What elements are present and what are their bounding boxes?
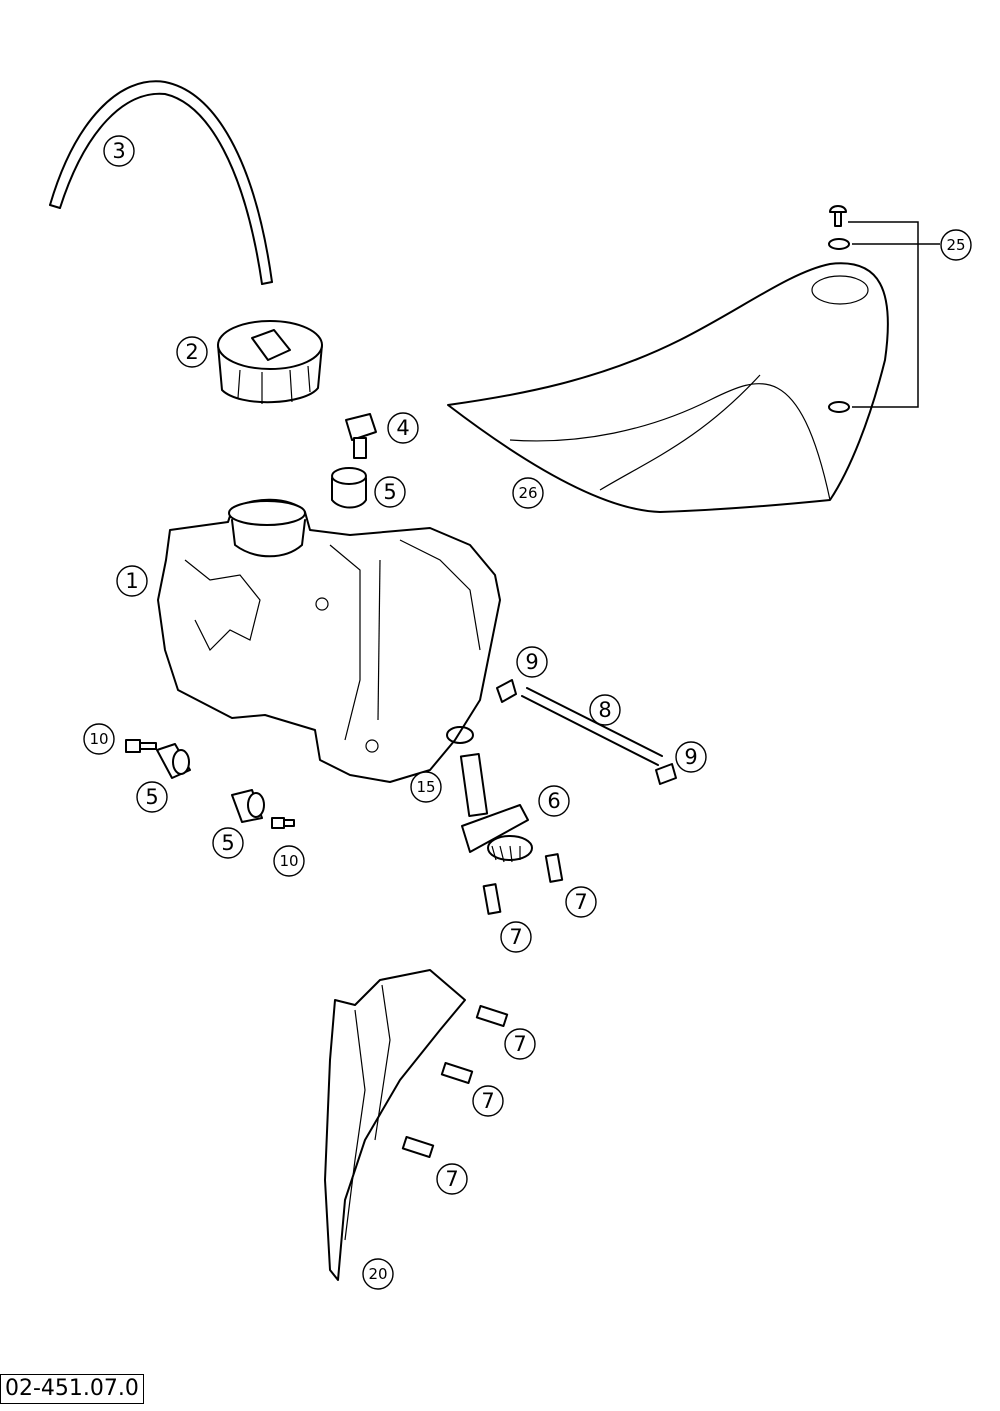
callout-label: 8 [598, 698, 611, 722]
callout-1: 1 [116, 565, 148, 597]
callout-label: 4 [396, 416, 409, 440]
callout-4: 4 [387, 412, 419, 444]
o-ring [446, 726, 474, 744]
tank-mount-left [125, 739, 295, 829]
callout-9: 9 [516, 646, 548, 678]
callout-label: 7 [445, 1167, 458, 1191]
callout-label: 7 [481, 1089, 494, 1113]
callout-7: 7 [472, 1085, 504, 1117]
screw-4 [345, 413, 377, 459]
callout-2: 2 [176, 336, 208, 368]
callout-20: 20 [362, 1258, 394, 1290]
spacer-top [331, 467, 367, 509]
callout-5: 5 [212, 827, 244, 859]
callout-6: 6 [538, 785, 570, 817]
callout-label: 1 [125, 569, 138, 593]
callout-25: 25 [940, 229, 972, 261]
callout-label: 26 [518, 484, 537, 502]
callout-7: 7 [436, 1163, 468, 1195]
callout-3: 3 [103, 135, 135, 167]
callout-label: 9 [684, 745, 697, 769]
callout-label: 9 [525, 650, 538, 674]
fuel-tank [157, 498, 501, 783]
callout-label: 5 [221, 831, 234, 855]
seat [447, 262, 889, 513]
callout-7: 7 [500, 921, 532, 953]
screws-side-panel [401, 1004, 509, 1159]
callout-label: 6 [547, 789, 560, 813]
callout-label: 7 [509, 925, 522, 949]
fuel-hose [496, 679, 677, 785]
callout-label: 15 [416, 778, 435, 796]
callout-label: 2 [185, 340, 198, 364]
callout-5: 5 [374, 476, 406, 508]
callout-label: 10 [89, 730, 108, 748]
callout-label: 25 [946, 236, 965, 254]
callout-10: 10 [273, 845, 305, 877]
callout-8: 8 [589, 694, 621, 726]
side-panel [324, 969, 466, 1281]
callout-7: 7 [565, 886, 597, 918]
seat-bolt-set [828, 205, 940, 413]
breather-hose [49, 80, 273, 285]
callout-label: 10 [279, 852, 298, 870]
callout-9: 9 [675, 741, 707, 773]
callout-26: 26 [512, 477, 544, 509]
callout-label: 5 [145, 785, 158, 809]
callout-label: 7 [513, 1032, 526, 1056]
callout-label: 7 [574, 890, 587, 914]
callout-5: 5 [136, 781, 168, 813]
callout-7: 7 [504, 1028, 536, 1060]
callout-label: 5 [383, 480, 396, 504]
callout-15: 15 [410, 771, 442, 803]
fuel-tap [459, 753, 533, 863]
callout-label: 20 [368, 1265, 387, 1283]
diagram-id-label: 02-451.07.0 [0, 1374, 144, 1404]
callout-10: 10 [83, 723, 115, 755]
screws-tap [482, 853, 564, 915]
fuel-cap [217, 320, 323, 404]
callout-label: 3 [112, 139, 125, 163]
